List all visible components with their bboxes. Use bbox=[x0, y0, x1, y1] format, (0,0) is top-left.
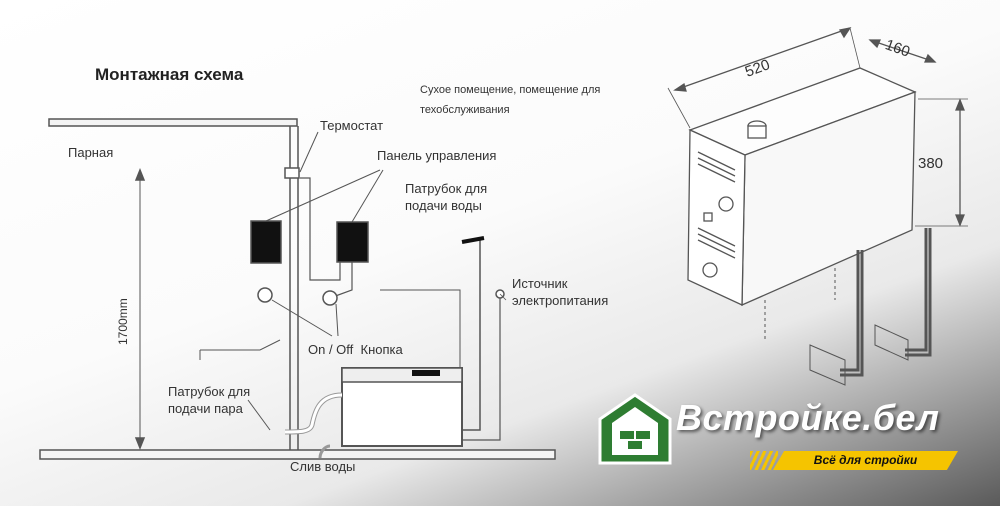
power-line bbox=[462, 296, 501, 441]
brand-tagline: Всё для стройки bbox=[773, 451, 958, 470]
drain-pipe bbox=[318, 444, 331, 459]
bench bbox=[199, 339, 281, 360]
water-inlet-pipe bbox=[462, 239, 481, 431]
brand-logo[interactable]: Встройке.бел Всё для стройки bbox=[598, 393, 968, 473]
label-room-note: Сухое помещение, помещение для техобслуж… bbox=[420, 84, 601, 116]
dimension-height: 380 bbox=[918, 155, 944, 172]
label-drain: Слив воды bbox=[290, 459, 356, 474]
label-power-source: Источник электропитания bbox=[512, 276, 609, 308]
thermostat bbox=[284, 167, 300, 179]
unit-dimension-drawing bbox=[667, 27, 968, 386]
label-water-inlet: Патрубок для подачи воды bbox=[405, 181, 488, 213]
floor-slab bbox=[39, 449, 556, 460]
brand-name: Встройке.бел bbox=[676, 397, 940, 438]
diagram-title: Монтажная схема bbox=[95, 65, 244, 84]
label-on-off-button: On / Off Кнопка bbox=[308, 342, 403, 357]
tagline-stripes bbox=[750, 451, 778, 470]
label-thermostat: Термостат bbox=[320, 118, 384, 133]
label-control-panel: Панель управления bbox=[377, 148, 497, 163]
on-off-button-inside bbox=[257, 287, 273, 303]
control-panel-outside bbox=[336, 221, 369, 263]
label-height: 1700mm bbox=[116, 298, 130, 345]
label-steam-outlet: Патрубок для подачи пара bbox=[168, 384, 251, 416]
control-panel-inside bbox=[250, 220, 282, 264]
house-logo-icon bbox=[598, 393, 672, 465]
on-off-button-outside bbox=[322, 290, 338, 306]
steam-pipe bbox=[284, 392, 343, 435]
label-steam-room: Парная bbox=[68, 145, 114, 160]
ceiling-beam bbox=[48, 118, 298, 127]
